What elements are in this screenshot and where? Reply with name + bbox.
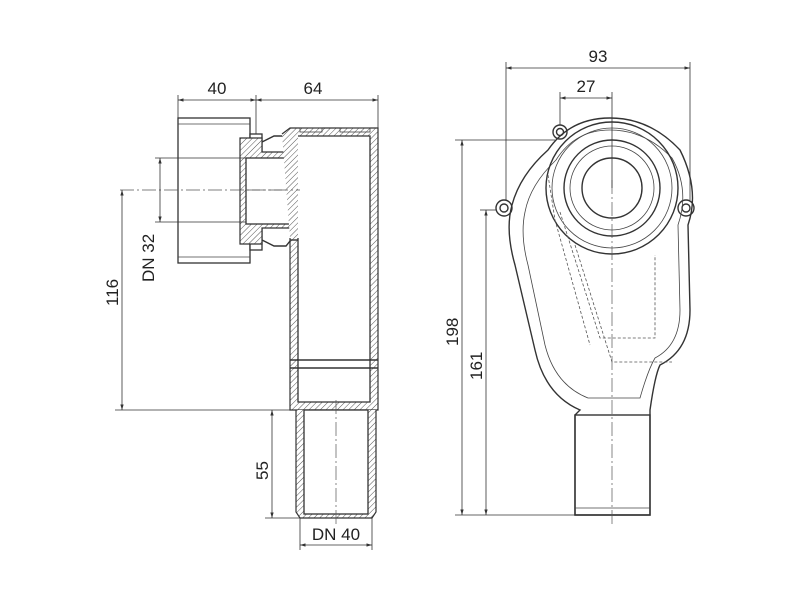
dim-label-161: 161: [467, 352, 486, 380]
dim-label-116: 116: [103, 279, 122, 306]
dim-inlet-height: 116: [103, 190, 290, 411]
outlet-pipe: [295, 400, 377, 525]
front-view: 93 27 198 161: [443, 47, 695, 525]
dim-label-55: 55: [253, 461, 272, 480]
dim-outlet-diameter: DN 40: [299, 518, 373, 550]
dim-label-93: 93: [589, 47, 608, 66]
hidden-line: [547, 174, 591, 346]
dim-body-width: 64: [256, 79, 379, 128]
dim-label-27: 27: [577, 77, 596, 96]
dim-label-40: 40: [208, 79, 227, 98]
side-view: 40 64 DN 32 116 55: [103, 79, 379, 550]
dim-label-dn32: DN 32: [139, 234, 158, 282]
front-outlet-pipe: [574, 180, 651, 525]
dim-overall-height: 198: [443, 139, 575, 516]
dim-label-198: 198: [443, 318, 462, 346]
hidden-elbow: [559, 211, 672, 363]
dim-inlet-diameter: DN 32: [139, 157, 246, 282]
trap-body-outline: [508, 117, 694, 516]
trap-body-inner: [522, 129, 684, 399]
trap-housing: [281, 127, 379, 411]
dim-overall-width: 93: [505, 47, 691, 200]
dim-label-dn40: DN 40: [312, 525, 360, 544]
dim-label-64: 64: [304, 79, 323, 98]
dim-inlet-offset: 27: [559, 77, 613, 188]
dim-outlet-height: 161: [467, 209, 496, 515]
mounting-lug-left: [495, 199, 513, 217]
dim-outlet-length: 55: [253, 410, 300, 519]
